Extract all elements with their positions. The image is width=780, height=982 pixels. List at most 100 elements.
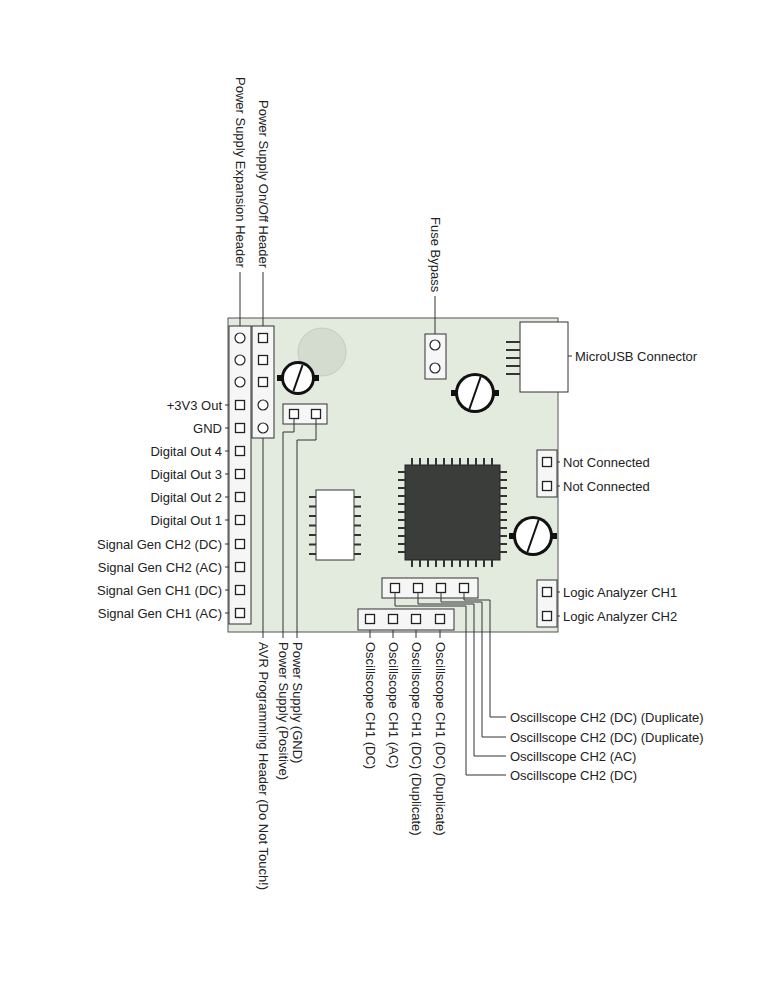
wire bbox=[309, 553, 316, 555]
pin-label: Power Supply Expansion Header bbox=[233, 77, 248, 268]
square-pin bbox=[236, 540, 245, 549]
wire bbox=[354, 515, 361, 517]
wire bbox=[225, 567, 229, 568]
pin-label: Oscillscope CH2 (DC) (Duplicate) bbox=[510, 730, 704, 745]
wire bbox=[500, 551, 507, 553]
pin-label: Digital Out 4 bbox=[150, 444, 222, 459]
wire bbox=[293, 365, 302, 391]
wire bbox=[225, 544, 229, 545]
wire bbox=[506, 365, 520, 367]
wire bbox=[419, 560, 421, 567]
pin-label: MicroUSB Connector bbox=[575, 349, 697, 364]
usb-connector bbox=[520, 322, 568, 392]
wire bbox=[483, 560, 485, 567]
wire bbox=[467, 458, 469, 465]
square-pin bbox=[389, 615, 398, 624]
wire bbox=[398, 495, 405, 497]
pin-label: Oscillscope CH2 (AC) bbox=[510, 749, 636, 764]
wire bbox=[398, 487, 405, 489]
square-pin bbox=[259, 334, 268, 343]
pin-label: Digital Out 3 bbox=[150, 467, 222, 482]
wire bbox=[354, 525, 361, 527]
wire bbox=[309, 534, 316, 536]
square-pin bbox=[543, 588, 552, 597]
pin-label: Logic Analyzer CH2 bbox=[563, 609, 677, 624]
pin-label: +3V3 Out bbox=[167, 398, 222, 413]
wire bbox=[506, 357, 520, 359]
square-pin bbox=[312, 410, 321, 419]
wire bbox=[309, 525, 316, 527]
square-pin bbox=[414, 584, 423, 593]
pin-label: Oscillscope CH1 (DC) (Duplicate) bbox=[409, 642, 424, 836]
wire bbox=[354, 506, 361, 508]
wire bbox=[451, 458, 453, 465]
round-pin bbox=[258, 423, 268, 433]
round-pin bbox=[430, 340, 440, 350]
square-pin bbox=[437, 584, 446, 593]
wire bbox=[500, 479, 507, 481]
square-pin bbox=[236, 609, 245, 618]
pin-label: Signal Gen CH1 (AC) bbox=[98, 606, 222, 621]
wire bbox=[398, 519, 405, 521]
square-pin bbox=[543, 458, 552, 467]
wire bbox=[475, 560, 477, 567]
wire bbox=[506, 373, 520, 375]
pin-label: Oscillscope CH2 (DC) bbox=[510, 768, 637, 783]
round-pin bbox=[235, 355, 245, 365]
potentiometer-face bbox=[458, 376, 492, 410]
microcontroller bbox=[405, 465, 500, 560]
wire bbox=[467, 560, 469, 567]
wire bbox=[451, 560, 453, 567]
wire bbox=[354, 544, 361, 546]
wire bbox=[225, 590, 229, 591]
wire bbox=[225, 497, 229, 498]
header bbox=[283, 404, 327, 424]
square-pin bbox=[543, 482, 552, 491]
pins-and-wires bbox=[225, 326, 560, 638]
wire bbox=[500, 527, 507, 529]
pin-label: Power Supply (Positive) bbox=[276, 642, 291, 780]
square-pin bbox=[366, 615, 375, 624]
wire bbox=[491, 458, 493, 465]
wire bbox=[427, 560, 429, 567]
pin-label: Power Supply On/Off Header bbox=[256, 100, 271, 268]
wire bbox=[411, 560, 413, 567]
square-pin bbox=[259, 356, 268, 365]
wire bbox=[440, 630, 441, 638]
pin-label: Logic Analyzer CH1 bbox=[563, 585, 677, 600]
wire bbox=[427, 458, 429, 465]
potentiometer bbox=[281, 361, 315, 395]
header bbox=[425, 334, 446, 379]
wire bbox=[500, 487, 507, 489]
potentiometer bbox=[455, 373, 495, 413]
pin-label: Digital Out 1 bbox=[150, 513, 222, 528]
pin-label: Not Connected bbox=[563, 479, 650, 494]
wire bbox=[225, 405, 229, 406]
wire bbox=[416, 630, 417, 638]
header bbox=[252, 326, 274, 438]
wire bbox=[500, 503, 507, 505]
pin-label: Oscillscope CH1 (DC) bbox=[363, 642, 378, 769]
potentiometer-face bbox=[516, 519, 550, 553]
round-pin bbox=[430, 363, 440, 373]
wire bbox=[557, 616, 560, 617]
small-ic bbox=[316, 490, 354, 560]
pin-label: Signal Gen CH2 (DC) bbox=[97, 537, 222, 552]
wire bbox=[500, 495, 507, 497]
wire bbox=[557, 486, 560, 487]
pin-label: Fuse Bypass bbox=[428, 217, 443, 292]
wire bbox=[225, 520, 229, 521]
wire bbox=[354, 553, 361, 555]
wire bbox=[225, 474, 229, 475]
square-pin bbox=[391, 584, 400, 593]
pin-label: AVR Programming Header (Do Not Touch!) bbox=[256, 642, 271, 890]
wire bbox=[500, 535, 507, 537]
pin-label: Oscillscope CH1 (DC) (Duplicate) bbox=[433, 642, 448, 836]
wire bbox=[354, 534, 361, 536]
wire bbox=[398, 479, 405, 481]
pin-label: Signal Gen CH1 (DC) bbox=[97, 583, 222, 598]
pin-label: Signal Gen CH2 (AC) bbox=[98, 560, 222, 575]
square-pin bbox=[236, 447, 245, 456]
square-pin bbox=[460, 584, 469, 593]
